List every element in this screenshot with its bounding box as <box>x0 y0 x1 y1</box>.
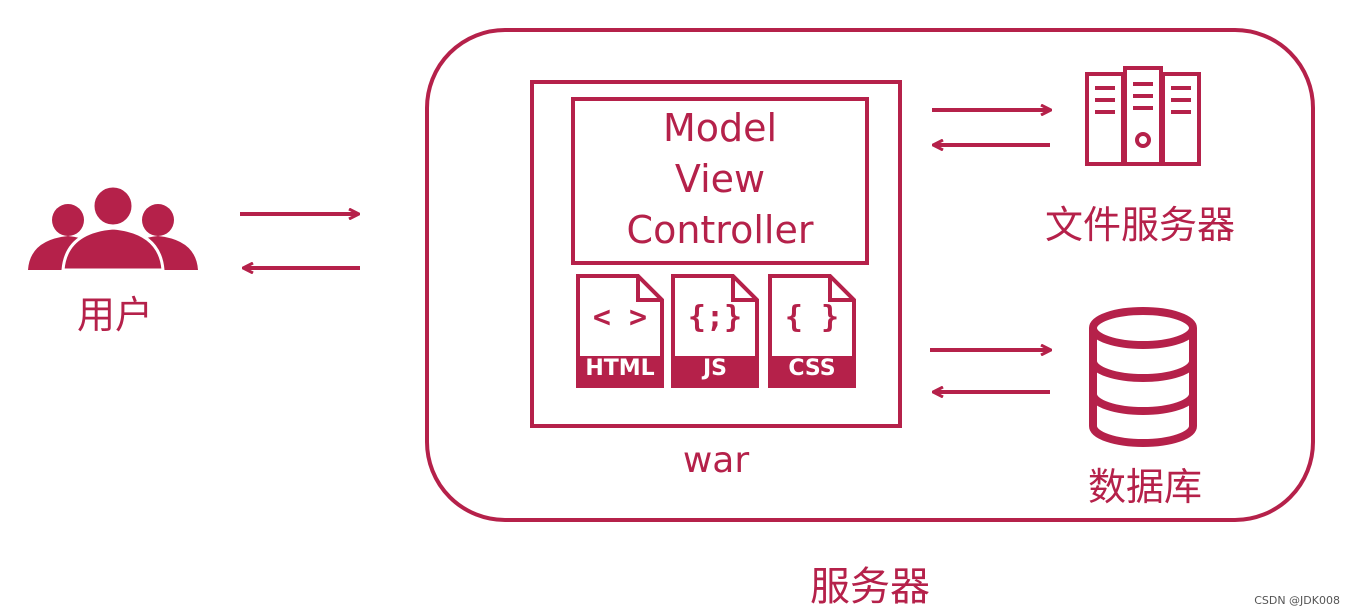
js-file-label: JS <box>702 356 728 381</box>
mvc-box <box>571 97 869 265</box>
user-label: 用户 <box>76 293 153 337</box>
server-rack-icon <box>1085 66 1201 166</box>
html-file-glyph: < > <box>592 300 648 335</box>
mvc-line-model: Model <box>662 106 778 150</box>
css-file-label: CSS <box>788 356 836 381</box>
file-server-label: 文件服务器 <box>1044 203 1235 247</box>
database-label: 数据库 <box>1087 465 1202 509</box>
mvc-line-controller: Controller <box>626 208 814 252</box>
html-file-icon <box>576 274 664 388</box>
war-label: war <box>682 440 750 481</box>
database-icon <box>1089 307 1197 447</box>
users-icon <box>28 184 198 272</box>
js-file-glyph: {;} <box>687 300 743 335</box>
html-file-label: HTML <box>585 356 655 381</box>
css-file-icon <box>768 274 856 388</box>
war-box <box>530 80 902 428</box>
watermark: CSDN @JDK008 <box>1254 594 1340 607</box>
server-container <box>425 28 1315 522</box>
js-file-icon <box>671 274 759 388</box>
server-label: 服务器 <box>810 564 930 610</box>
css-file-glyph: { } <box>784 300 840 335</box>
mvc-line-view: View <box>674 157 766 201</box>
